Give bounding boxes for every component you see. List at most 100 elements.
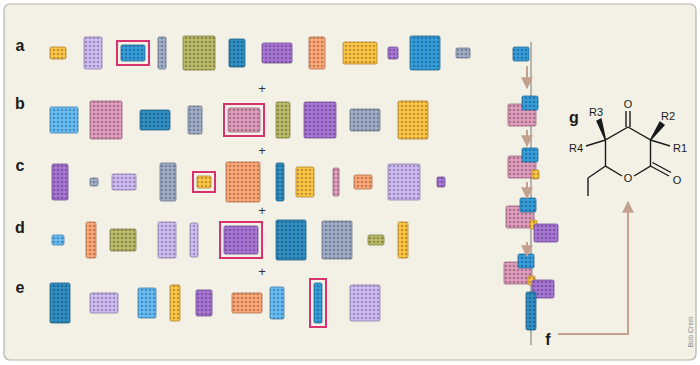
plate-body bbox=[232, 293, 262, 313]
plate-body bbox=[110, 229, 136, 251]
plate-body bbox=[190, 223, 198, 257]
well-plate bbox=[232, 293, 262, 313]
assembly-arrows bbox=[527, 66, 628, 334]
well-plate bbox=[456, 48, 470, 58]
row-letter: c bbox=[16, 158, 25, 174]
plate-body bbox=[296, 167, 314, 197]
well-plate bbox=[410, 36, 440, 70]
well-plate bbox=[52, 164, 68, 200]
selection-box bbox=[310, 279, 326, 327]
plate-body bbox=[350, 285, 380, 321]
plate-body bbox=[50, 47, 66, 59]
selection-box bbox=[220, 222, 262, 258]
plate-body bbox=[196, 290, 212, 316]
plate-body bbox=[160, 163, 176, 201]
plate-body bbox=[50, 107, 78, 133]
well-plate bbox=[226, 162, 260, 202]
plate-body bbox=[534, 224, 558, 242]
plate-body bbox=[52, 164, 68, 200]
chemical-structure bbox=[586, 111, 671, 196]
plate-body bbox=[343, 42, 377, 64]
atom-label: O bbox=[623, 99, 634, 110]
substituent-label: R1 bbox=[672, 143, 688, 154]
well-plate bbox=[534, 224, 558, 242]
substituent-label: R3 bbox=[588, 107, 604, 118]
well-plate bbox=[526, 292, 536, 330]
well-plate bbox=[388, 164, 420, 200]
well-plate bbox=[160, 163, 176, 201]
well-plate bbox=[188, 106, 202, 134]
row-letter: a bbox=[16, 38, 25, 54]
well-plate bbox=[262, 43, 292, 63]
well-plate bbox=[50, 283, 70, 323]
plate-body bbox=[398, 101, 428, 139]
well-plate bbox=[354, 175, 372, 189]
well-plate bbox=[437, 177, 445, 187]
well-plate bbox=[158, 37, 166, 69]
plate-body bbox=[276, 163, 284, 201]
plus-sign: + bbox=[258, 204, 266, 217]
substituent-label: R4 bbox=[568, 143, 584, 154]
well-plate bbox=[276, 220, 306, 260]
plate-body bbox=[314, 283, 322, 323]
well-plate bbox=[270, 287, 284, 319]
plate-body bbox=[138, 288, 156, 318]
plate-body bbox=[276, 220, 306, 260]
plate-body bbox=[84, 37, 102, 69]
plate-body bbox=[437, 177, 445, 187]
well-plate bbox=[309, 37, 325, 69]
well-plate bbox=[513, 47, 529, 61]
plate-body bbox=[197, 176, 211, 188]
plate-body bbox=[270, 287, 284, 319]
plate-body bbox=[388, 164, 420, 200]
plate-body bbox=[333, 168, 339, 196]
well-plate bbox=[333, 168, 339, 196]
plate-body bbox=[410, 36, 440, 70]
well-plate bbox=[520, 198, 536, 212]
row-letter: e bbox=[16, 280, 25, 296]
plate-body bbox=[224, 226, 258, 254]
well-plate bbox=[368, 235, 384, 245]
well-plate bbox=[90, 101, 122, 139]
plate-body bbox=[52, 235, 64, 245]
plate-body bbox=[398, 222, 408, 258]
substituent-label: R2 bbox=[660, 111, 676, 122]
plate-body bbox=[183, 36, 215, 70]
well-plate bbox=[52, 235, 64, 245]
well-plate bbox=[343, 42, 377, 64]
selection-box bbox=[224, 104, 264, 136]
well-plate bbox=[388, 47, 398, 59]
well-plate bbox=[296, 167, 314, 197]
plus-sign: + bbox=[258, 144, 266, 157]
well-plate bbox=[50, 47, 66, 59]
plate-body bbox=[304, 102, 336, 138]
row-letter: b bbox=[15, 96, 25, 112]
plate-body bbox=[276, 102, 290, 138]
well-plate bbox=[304, 102, 336, 138]
plate-body bbox=[90, 293, 118, 313]
plate-body bbox=[522, 148, 538, 162]
plate-body bbox=[526, 292, 536, 330]
plate-body bbox=[368, 235, 384, 245]
plate-body bbox=[354, 175, 372, 189]
row-letter: f bbox=[545, 332, 550, 348]
well-plate bbox=[398, 222, 408, 258]
plate-body bbox=[350, 109, 380, 131]
well-plate bbox=[138, 288, 156, 318]
plate-body bbox=[262, 43, 292, 63]
well-plate bbox=[90, 293, 118, 313]
well-plate bbox=[276, 163, 284, 201]
well-plate bbox=[310, 279, 326, 327]
well-plate bbox=[112, 174, 136, 190]
well-plate bbox=[193, 172, 215, 192]
plate-body bbox=[322, 221, 352, 259]
plate-body bbox=[86, 222, 96, 258]
well-plate bbox=[110, 229, 136, 251]
selection-box bbox=[117, 41, 149, 65]
well-plate bbox=[50, 107, 78, 133]
panel-letter: g bbox=[569, 110, 579, 126]
well-plate bbox=[158, 222, 176, 258]
selection-box bbox=[193, 172, 215, 192]
well-plate bbox=[350, 109, 380, 131]
